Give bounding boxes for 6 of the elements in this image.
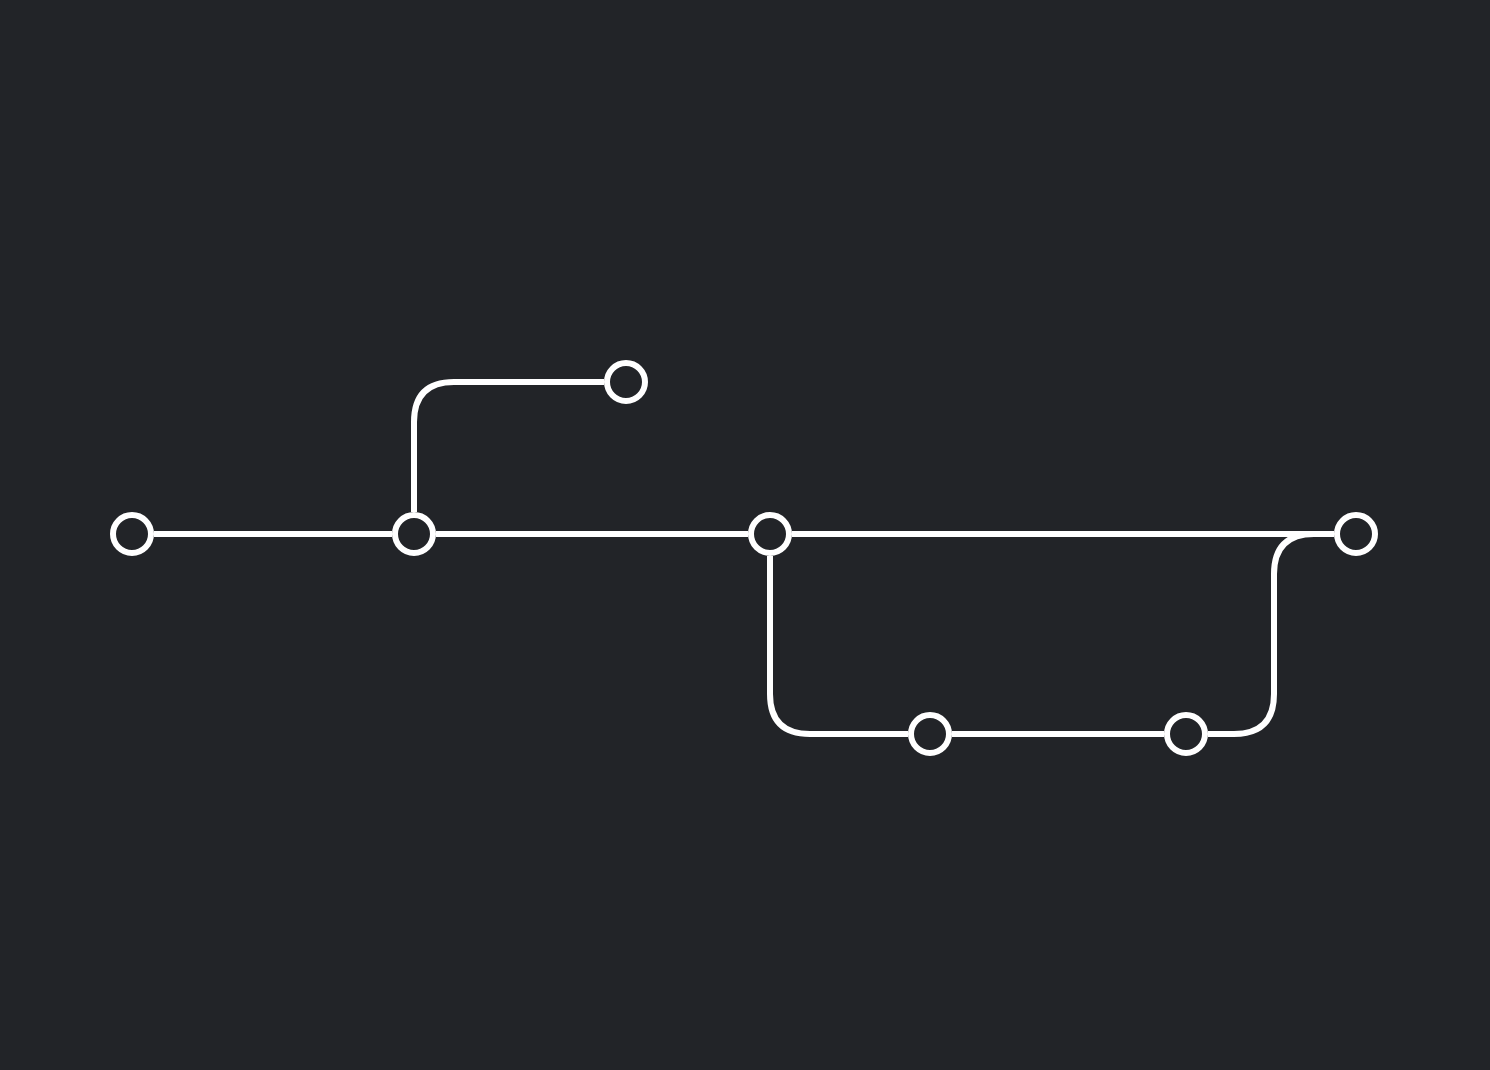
connector-line [411,379,604,512]
connector-line [767,556,908,737]
connector-line [436,531,748,537]
connector-line [952,731,1164,737]
connector-line [792,531,1334,537]
connector-line [154,531,392,537]
